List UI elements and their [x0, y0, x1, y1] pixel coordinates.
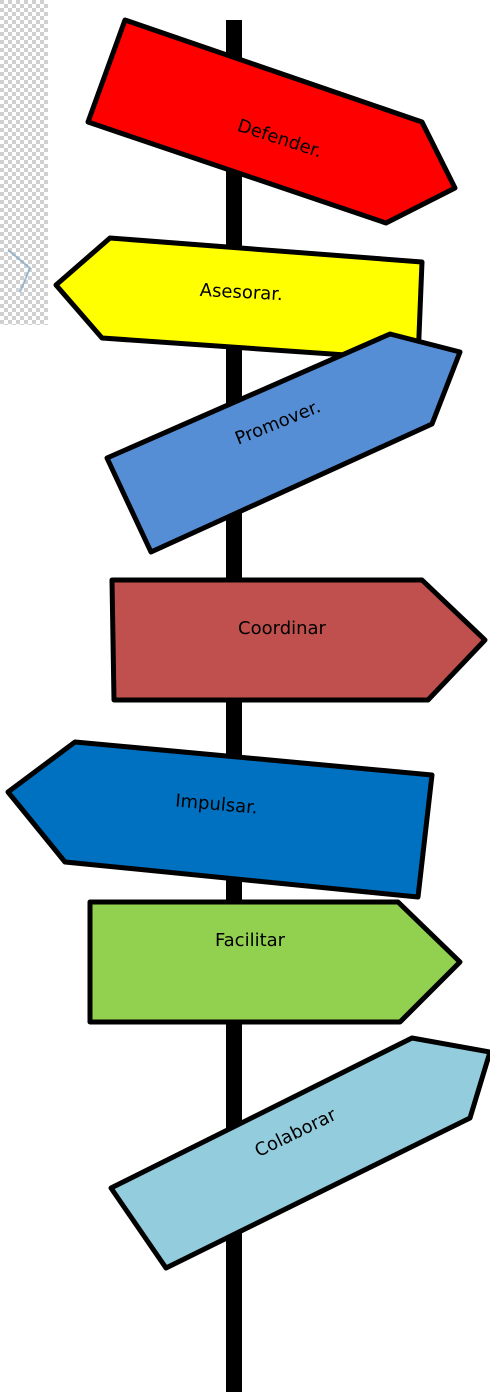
checkerboard-placeholder-icon [0, 0, 48, 325]
sign-defender: Defender. [85, 17, 458, 226]
sign-coordinar-label: Coordinar [238, 618, 327, 639]
sign-facilitar: Facilitar [87, 899, 463, 1025]
sign-coordinar-shape [109, 577, 488, 703]
sign-facilitar-label: Facilitar [215, 930, 286, 951]
sign-facilitar-shape [87, 899, 463, 1025]
sign-promover-shape [104, 331, 463, 555]
sign-impulsar: Impulsar. [5, 739, 435, 900]
sign-asesorar: Asesorar. [53, 235, 425, 363]
sign-colaborar: Colaborar [108, 1035, 490, 1271]
sign-impulsar-shape [5, 739, 435, 900]
sign-defender-shape [85, 17, 458, 226]
signpost-pole [226, 20, 242, 1392]
sign-colaborar-shape [108, 1035, 490, 1271]
sign-asesorar-shape [53, 235, 425, 363]
sign-coordinar: Coordinar [109, 577, 488, 703]
sign-promover: Promover. [104, 331, 463, 555]
sign-asesorar-label: Asesorar. [199, 280, 283, 305]
